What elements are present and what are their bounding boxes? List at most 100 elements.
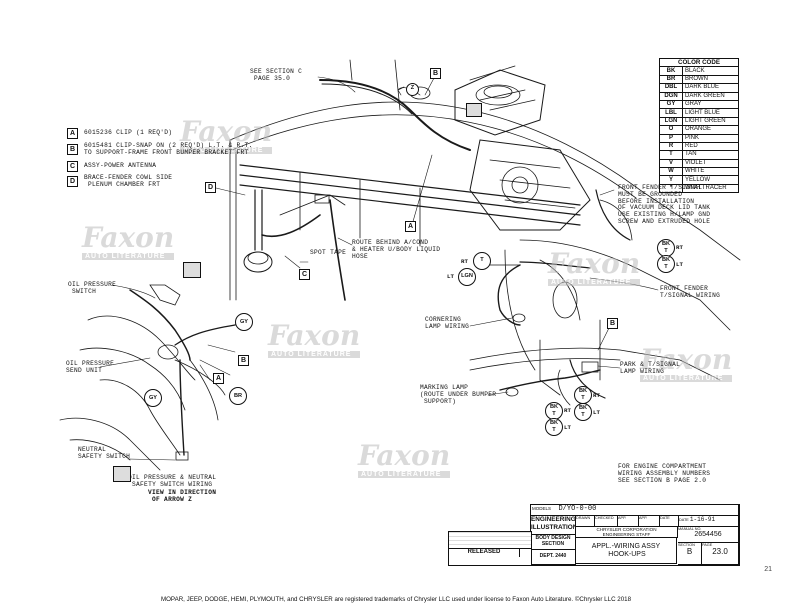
app-label: APP. (639, 516, 660, 527)
color-code-name: DARK GREEN (682, 91, 739, 101)
color-code-abbrev: BR (659, 74, 683, 85)
side-lt-label: LT (564, 424, 571, 431)
color-code-name: RED (682, 141, 739, 152)
spot-tape-label: SPOT TAPE (310, 249, 347, 256)
callout-d: D (205, 182, 216, 193)
wire-tag-t-rt: T (473, 252, 491, 270)
page-value: 23.0 (712, 547, 728, 556)
page-label: PAGE (702, 543, 713, 547)
models-row: MODELS D/YO-0-00 (531, 505, 739, 516)
color-code-name: GRAY (682, 99, 739, 110)
models-label: MODELS (532, 506, 552, 511)
clip-a-icon (183, 262, 201, 278)
checked-label: CHECKED (595, 516, 618, 527)
engineering-label: ENGINEERING ILLUSTRATION (531, 516, 576, 535)
callout-b-left: B (238, 355, 249, 366)
see-section-c-label: SEE SECTION C PAGE 35.0 (250, 68, 303, 82)
legend-text-a: 6015236 CLIP (1 REQ'D) (84, 129, 173, 136)
side-lt-label: LT (593, 409, 600, 416)
oil-pressure-switch-label: OIL PRESSURE SWITCH (68, 281, 117, 295)
color-code-name: BROWN (682, 74, 739, 85)
callout-a-mid: A (405, 221, 416, 232)
route-behind-label: ROUTE BEHIND A/COND & HEATER U/BODY LIQU… (352, 239, 441, 260)
color-code-name: DARK BLUE (682, 83, 739, 93)
section-value: B (686, 547, 693, 556)
callout-c: C (299, 269, 310, 280)
color-code-abbrev: BK (659, 66, 683, 76)
callout-b-right: B (607, 318, 618, 329)
date-label: DATE (660, 516, 679, 527)
color-code-name: TAN (682, 150, 739, 160)
color-code-abbrev: O (659, 125, 683, 135)
color-code-abbrev: T (659, 150, 683, 160)
legend-key-b: B (67, 144, 78, 155)
section-label: SECTION (678, 543, 695, 547)
front-fender-ground-label: FRONT FENDER T/SIGNAL MUST BE GROUNDED B… (618, 184, 711, 225)
callout-b-top: B (430, 68, 441, 79)
color-code-title: COLOR CODE (659, 57, 739, 68)
side-rt-label: RT (461, 258, 468, 265)
color-code-abbrev: R (659, 141, 683, 152)
color-code-abbrev: GY (659, 99, 683, 110)
wire-tag-gy-left: GY (144, 389, 162, 407)
title-block: MODELS D/YO-0-00 ENGINEERING ILLUSTRATIO… (530, 504, 740, 566)
wire-tag-lgn-lt: LGN (458, 268, 476, 286)
manual-no-label: MANUAL NO. (678, 527, 702, 531)
legend-text-b: 6015481 CLIP-SNAP ON (2 REQ'D) L.T. & R.… (84, 142, 253, 156)
color-code-name: ORANGE (682, 125, 739, 135)
color-code-name: PINK (682, 133, 739, 143)
marking-lamp-label: MARKING LAMP (ROUTE UNDER BUMPER SUPPORT… (420, 384, 497, 405)
side-rt-label: RT (564, 407, 571, 414)
side-rt-label: RT (676, 244, 683, 251)
oil-pressure-send-label: OIL PRESSURE SEND UNIT (66, 360, 115, 374)
trademark-footer: MOPAR, JEEP, DODGE, HEMI, PLYMOUTH, and … (160, 596, 632, 603)
clip-b-icon (113, 466, 131, 482)
wire-tag-gy-top: GY (235, 313, 253, 331)
legend-key-c: C (67, 161, 78, 172)
color-code-name: LIGHT BLUE (682, 108, 739, 118)
legend-text-d: BRACE-FENDER COWL SIDE PLENUM CHAMBER FR… (84, 174, 173, 188)
neutral-safety-label: NEUTRAL SAFETY SWITCH (78, 446, 131, 460)
legend-text-c: ASSY-POWER ANTENNA (84, 162, 157, 169)
side-lt-label: LT (676, 261, 683, 268)
color-code-abbrev: LBL (659, 108, 683, 118)
color-code-name: BLACK (682, 66, 739, 76)
color-code-abbrev: W (659, 167, 683, 177)
park-signal-label: PARK & T/SIGNAL LAMP WIRING (620, 361, 681, 375)
color-code-abbrev: LGN (659, 116, 683, 127)
page-field: PAGE 23.0 (702, 543, 739, 565)
engine-compartment-note: FOR ENGINE COMPARTMENT WIRING ASSEMBLY N… (618, 463, 711, 484)
manual-no-value: 2654456 (694, 531, 722, 538)
app-label: APP. (618, 516, 639, 527)
color-code-abbrev: P (659, 133, 683, 143)
date-value: 1-16-91 (689, 516, 716, 523)
arrow-z-marker: Z (406, 83, 419, 96)
color-code-abbrev: DGN (659, 91, 683, 101)
revision-notes (449, 532, 531, 549)
corp-label: CHRYSLER CORPORATION ENGINEERING STAFF (576, 527, 678, 538)
front-fender-wiring-label: FRONT FENDER T/SIGNAL WIRING (660, 285, 721, 299)
legend-key-a: A (67, 128, 78, 139)
dept-label: DEPT. 2440 (531, 550, 576, 565)
page-number: 21 (764, 566, 772, 573)
oil-neutral-wiring-label: OIL PRESSURE & NEUTRAL SAFETY SWITCH WIR… (128, 474, 217, 488)
revision-block: RELEASED (448, 531, 532, 566)
released-label: RELEASED (449, 549, 520, 557)
color-code-abbrev: V (659, 158, 683, 169)
